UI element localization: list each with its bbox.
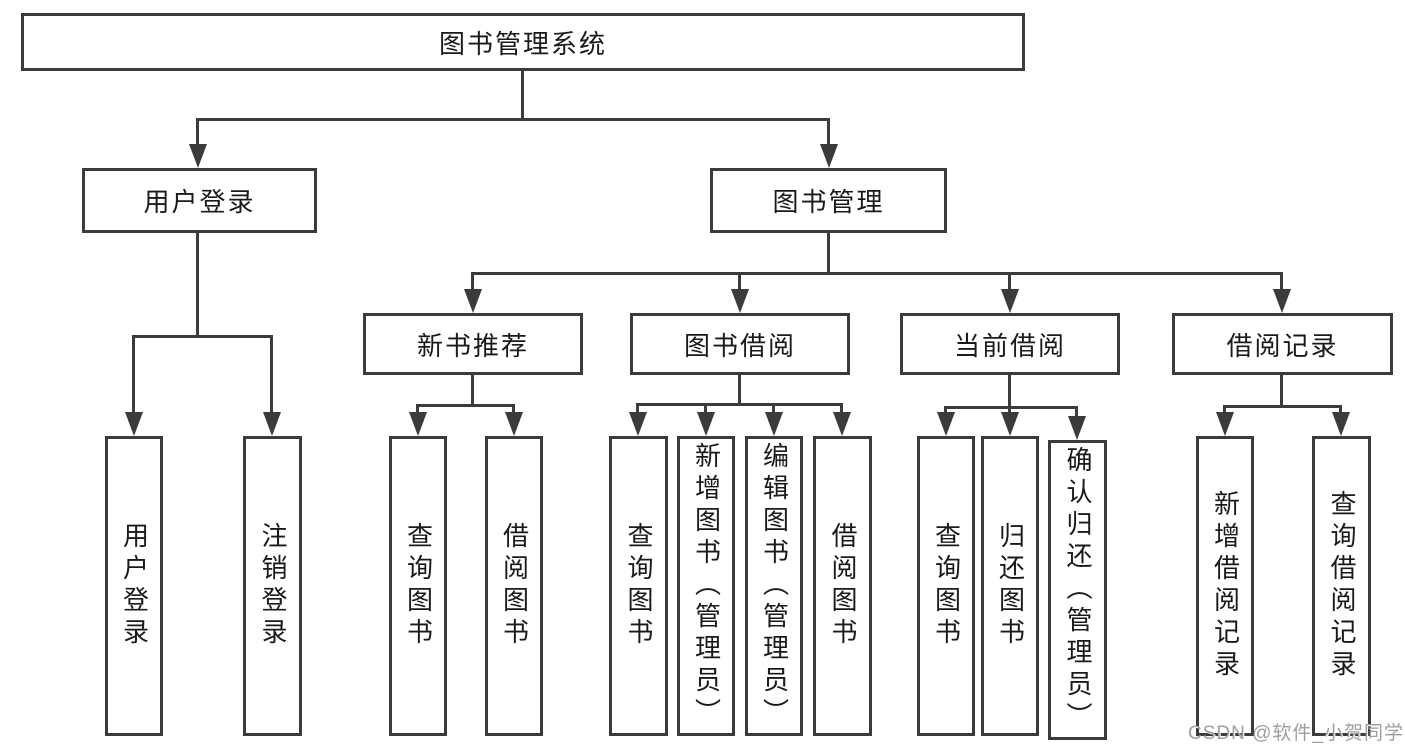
leaf-newbooks-borrow: 借阅图书: [485, 436, 543, 736]
arrow-down-connector: [936, 406, 955, 436]
connector-line: [473, 272, 1283, 275]
node-book-management: 图书管理: [710, 168, 947, 233]
connector-line: [198, 118, 830, 121]
connector-line: [827, 232, 830, 275]
leaf-newbooks-query: 查询图书: [389, 436, 447, 736]
arrow-down-connector: [1215, 405, 1234, 436]
leaf-user-login: 用户登录: [105, 436, 163, 736]
leaf-current-confirm: 确认归还（管理员）: [1048, 440, 1107, 740]
connector-line: [1008, 374, 1011, 409]
connector-line: [946, 406, 1078, 409]
leaf-borrow-query: 查询图书: [609, 436, 668, 736]
leaf-borrow-borrow: 借阅图书: [813, 436, 872, 736]
leaf-records-query: 查询借阅记录: [1312, 436, 1371, 736]
arrow-down-connector: [832, 403, 851, 436]
connector-line: [471, 374, 474, 407]
arrow-down-connector: [124, 335, 143, 436]
connector-line: [418, 404, 515, 407]
csdn-watermark: CSDN @软件_小贺同学: [1188, 723, 1404, 744]
arrow-down-connector: [730, 272, 749, 313]
node-book-borrow: 图书借阅: [630, 313, 850, 375]
connector-line: [196, 232, 199, 338]
leaf-borrow-edit: 编辑图书（管理员）: [745, 436, 803, 736]
arrow-down-connector: [504, 404, 523, 436]
arrow-down-connector: [1000, 272, 1019, 313]
leaf-logout: 注销登录: [243, 436, 302, 736]
arrow-down-connector: [1272, 272, 1291, 313]
node-user-login: 用户登录: [82, 168, 317, 233]
arrow-down-connector: [1331, 405, 1350, 436]
arrow-down-connector: [1000, 406, 1019, 436]
arrow-down-connector: [628, 403, 647, 436]
node-new-book-recommend: 新书推荐: [363, 313, 583, 375]
connector-line: [1225, 405, 1342, 408]
node-current-borrow: 当前借阅: [900, 313, 1120, 375]
arrow-down-connector: [764, 403, 783, 436]
arrow-down-connector: [819, 118, 838, 168]
connector-line: [738, 374, 741, 406]
arrow-down-connector: [408, 404, 427, 436]
arrow-down-connector: [262, 335, 281, 436]
connector-line: [521, 70, 524, 121]
leaf-borrow-add: 新增图书（管理员）: [677, 436, 735, 736]
leaf-current-return: 归还图书: [981, 436, 1039, 736]
leaf-records-add: 新增借阅记录: [1196, 436, 1254, 736]
arrow-down-connector: [188, 118, 207, 168]
leaf-current-query: 查询图书: [917, 436, 975, 736]
node-borrow-records: 借阅记录: [1172, 313, 1393, 375]
arrow-down-connector: [1067, 406, 1086, 440]
node-root: 图书管理系统: [21, 13, 1025, 71]
connector-line: [638, 403, 843, 406]
arrow-down-connector: [463, 272, 482, 313]
connector-line: [134, 335, 273, 338]
arrow-down-connector: [696, 403, 715, 436]
connector-line: [1280, 374, 1283, 408]
